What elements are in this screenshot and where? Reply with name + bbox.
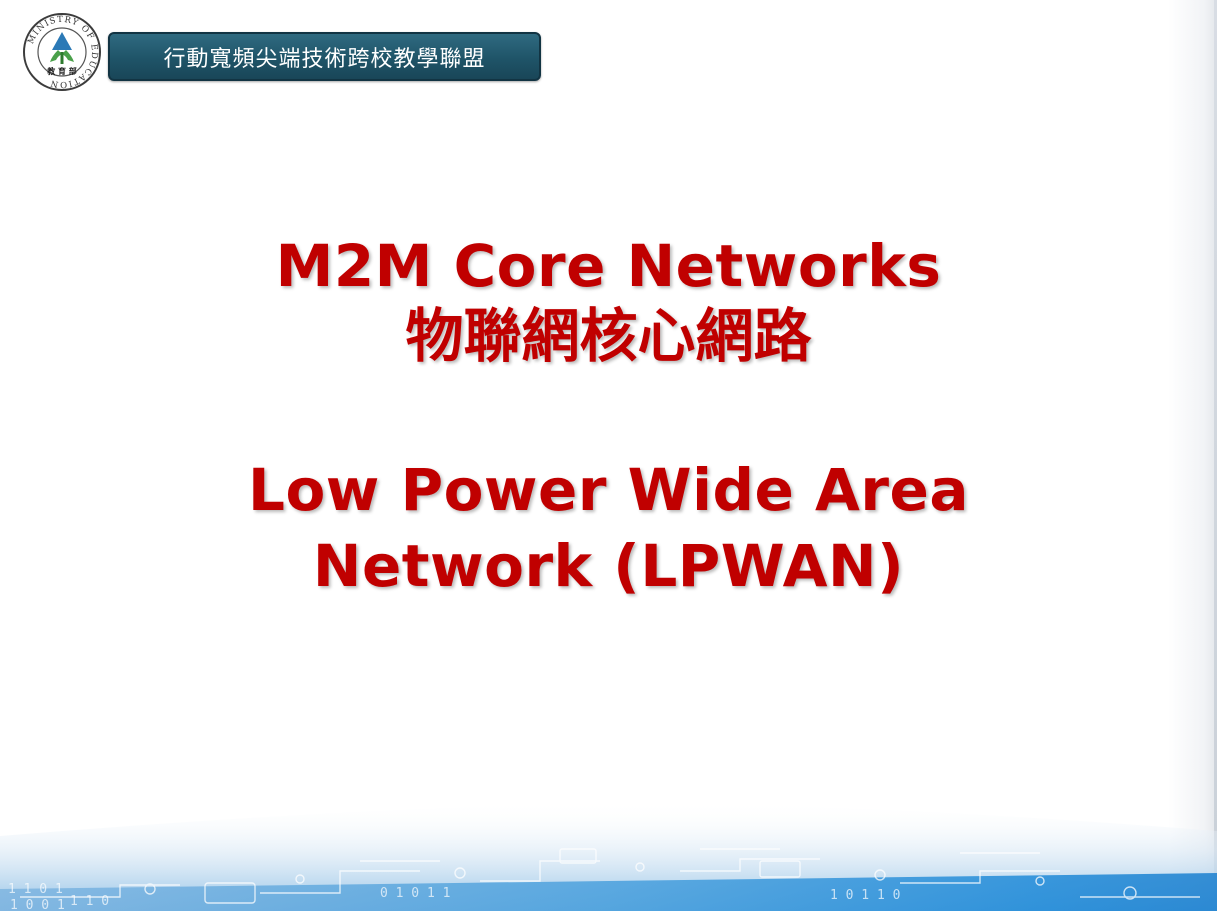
svg-text:教 育 部: 教 育 部 bbox=[46, 66, 77, 76]
svg-text:1 0 0 1: 1 0 0 1 bbox=[10, 898, 65, 911]
slide-title: M2M Core Networks bbox=[275, 232, 942, 300]
slide-edge bbox=[1214, 0, 1217, 911]
circuit-binary-pattern-icon: 1 1 0 1 1 0 0 1 1 1 0 0 1 0 1 1 1 0 1 1 … bbox=[0, 801, 1217, 911]
svg-text:1 1 0: 1 1 0 bbox=[70, 894, 109, 909]
slide-title-chinese: 物聯網核心網路 bbox=[405, 302, 812, 370]
ministry-logo-icon: MINISTRY OF EDUCATION 教 育 部 bbox=[22, 12, 102, 92]
slide-subtitle-line2: Network (LPWAN) bbox=[312, 532, 905, 600]
svg-text:1 0 1 1 0: 1 0 1 1 0 bbox=[830, 888, 900, 903]
slide-subtitle-line1: Low Power Wide Area bbox=[247, 456, 970, 524]
svg-text:0 1 0 1 1: 0 1 0 1 1 bbox=[380, 886, 450, 901]
alliance-banner: 行動寬頻尖端技術跨校教學聯盟 bbox=[108, 32, 541, 81]
banner-text: 行動寬頻尖端技術跨校教學聯盟 bbox=[163, 46, 486, 72]
slide-title-block: M2M Core Networks 物聯網核心網路 Low Power Wide… bbox=[0, 228, 1217, 604]
svg-text:1 1 0 1: 1 1 0 1 bbox=[8, 882, 63, 897]
